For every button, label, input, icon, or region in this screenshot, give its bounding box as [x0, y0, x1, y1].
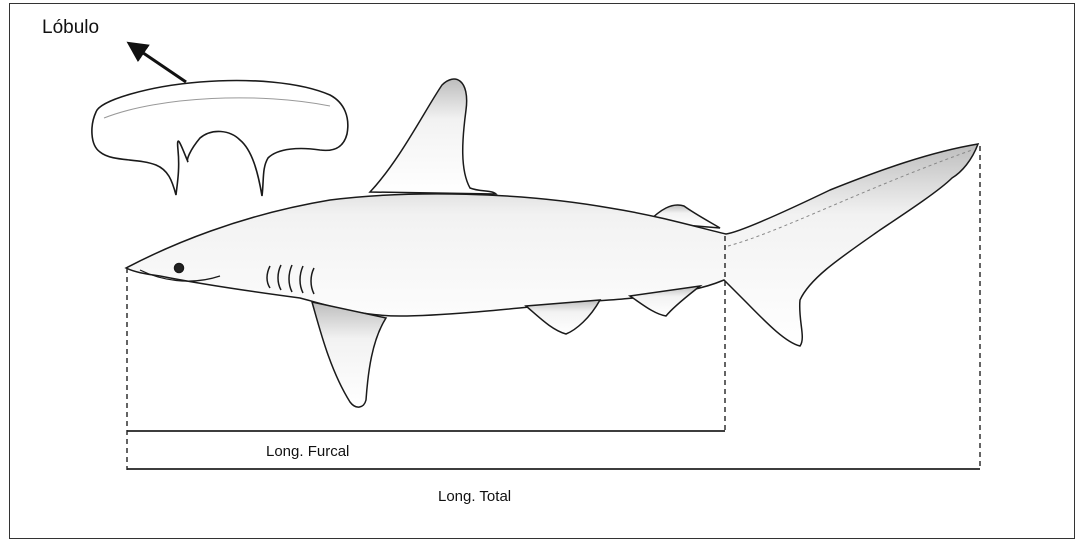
fork-length-label: Long. Furcal: [266, 443, 349, 460]
eye-mark: [175, 264, 184, 273]
total-length-label: Long. Total: [438, 488, 511, 505]
head-illustration: [92, 81, 348, 196]
lobule-arrow: [130, 44, 186, 82]
lobule-label: Lóbulo: [42, 17, 99, 39]
